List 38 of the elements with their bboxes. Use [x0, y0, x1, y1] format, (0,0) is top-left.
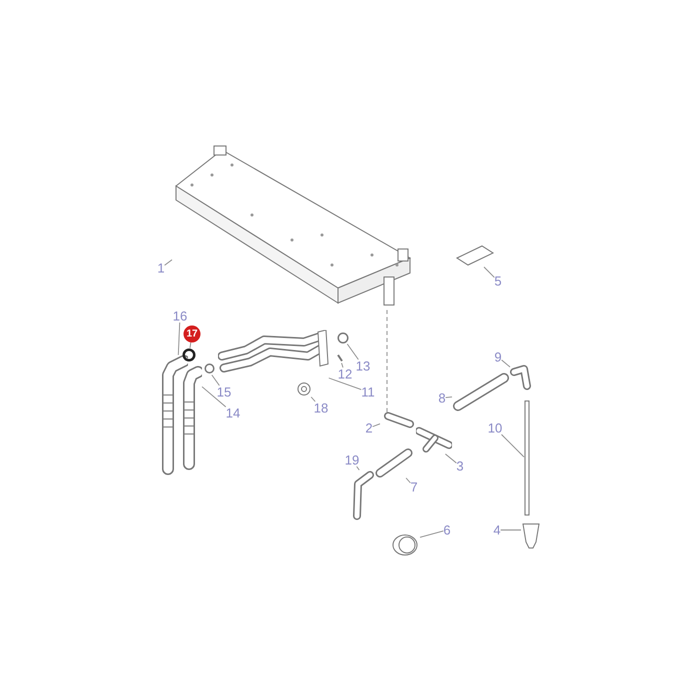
leader-line — [484, 266, 495, 278]
callout-number: 3 — [456, 460, 464, 472]
callout-number: 4 — [493, 524, 501, 536]
callout-number: 13 — [356, 360, 370, 372]
callout-number: 15 — [216, 386, 232, 398]
leader-line — [444, 454, 457, 464]
leader-line — [501, 434, 524, 458]
leader-line — [372, 423, 380, 428]
callout-number: 17 — [184, 326, 200, 342]
leader-line — [190, 342, 192, 348]
leader-line — [406, 478, 411, 484]
leader-line — [202, 386, 226, 408]
callout-number: 11 — [361, 386, 375, 398]
leader-line — [341, 362, 344, 368]
leader-line — [386, 310, 388, 412]
callout-number: 14 — [226, 406, 240, 420]
leader-line — [211, 374, 220, 386]
leader-line — [310, 396, 316, 402]
callout-number: 10 — [488, 422, 502, 434]
callout-number: 12 — [338, 368, 352, 380]
callout-number: 16 — [172, 310, 188, 322]
leader-line — [445, 396, 452, 398]
callout-number: 5 — [494, 274, 502, 288]
leader-line — [420, 530, 444, 538]
leader-line — [356, 466, 360, 470]
leader-line — [328, 378, 362, 390]
callout-number: 9 — [494, 350, 502, 364]
callout-number: 18 — [314, 402, 328, 414]
callout-number: 6 — [443, 524, 451, 536]
leader-line — [346, 344, 359, 360]
leader-line — [501, 360, 510, 368]
callout-number: 1 — [157, 262, 165, 274]
leader-line — [178, 322, 180, 356]
callout-number: 8 — [438, 392, 446, 404]
leader-line — [164, 259, 172, 266]
callout-number: 19 — [344, 454, 360, 466]
callout-number: 7 — [410, 480, 418, 494]
callout-number: 2 — [365, 422, 373, 434]
